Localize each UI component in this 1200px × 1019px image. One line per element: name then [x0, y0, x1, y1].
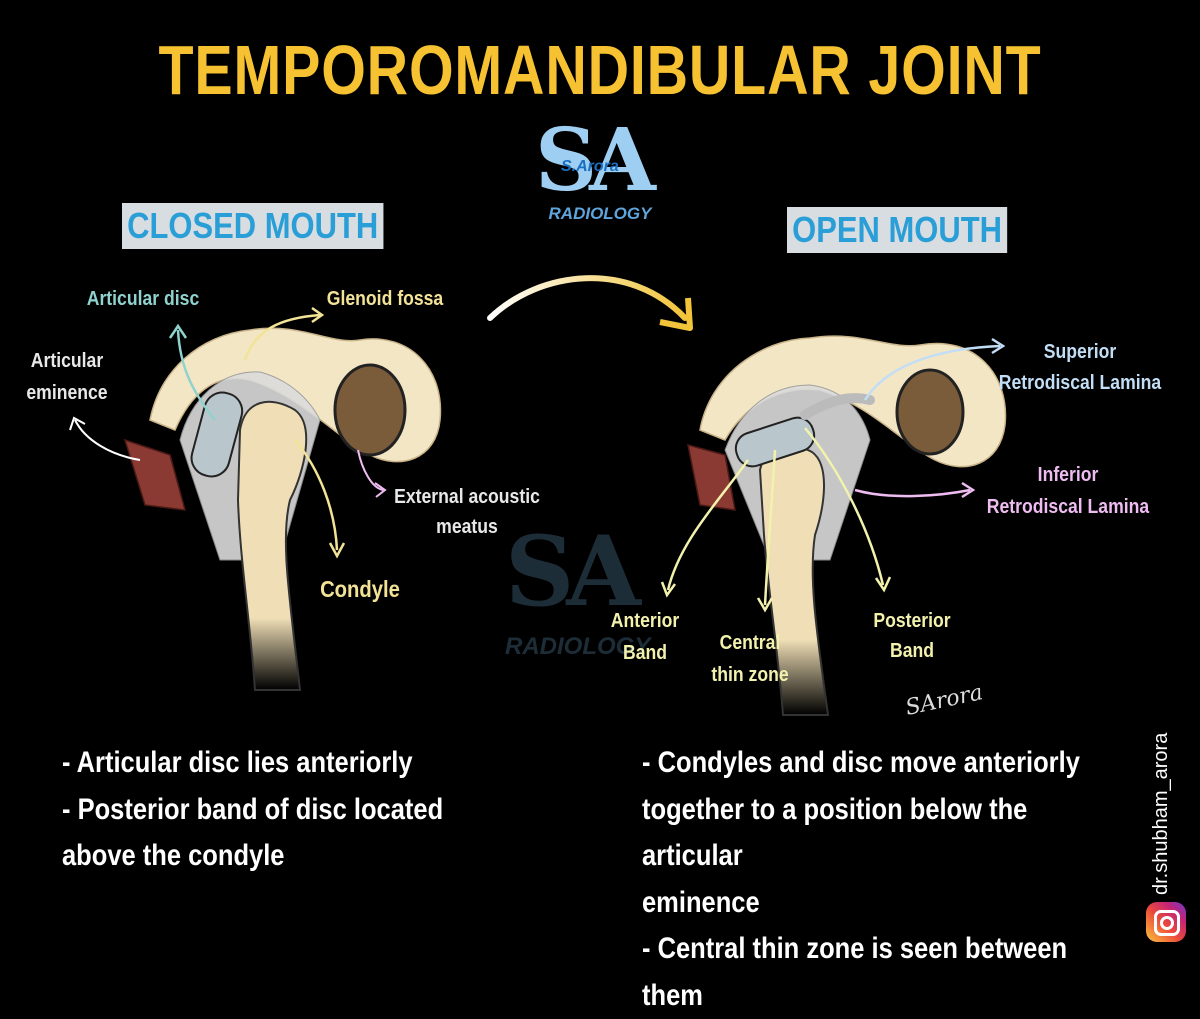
watermark-logo: SA RADIOLOGY	[505, 515, 650, 665]
logo-name: S.Arora	[561, 158, 619, 175]
instagram-handle: dr.shubham_arora	[1150, 732, 1172, 895]
condyle-leader	[294, 439, 339, 551]
open-note-3: eminence	[642, 885, 760, 919]
anterior-band-leader	[666, 459, 750, 591]
open-note-2: together to a position below the articul…	[642, 792, 1028, 873]
transition-arrow	[487, 275, 688, 321]
instagram-icon-lens	[1160, 916, 1174, 930]
label-glenoid-fossa: Glenoid fossa	[326, 288, 444, 310]
open-note-1: - Condyles and disc move anteriorly	[642, 746, 1080, 779]
articular-disc-arrowhead	[168, 323, 188, 339]
label-external-acoustic-2: meatus	[436, 516, 498, 538]
superior-lamina-arrowhead	[991, 337, 1006, 355]
central-zone-leader	[763, 449, 777, 606]
inferior-lamina-leader	[854, 488, 971, 498]
instagram-icon-inner	[1154, 910, 1180, 936]
glenoid-fossa-arrowhead	[311, 306, 325, 324]
articular-disc-leader	[176, 329, 216, 421]
articular-eminence-arrowhead	[69, 416, 86, 431]
label-posterior-2: Band	[890, 640, 934, 662]
instagram-icon[interactable]	[1146, 902, 1186, 942]
anterior-band-arrowhead	[660, 581, 677, 598]
open-mouth-heading: OPEN MOUTH	[787, 207, 1008, 253]
central-zone-arrowhead	[756, 597, 774, 613]
label-external-acoustic-1: External acoustic	[394, 486, 540, 508]
closed-mouth-heading: CLOSED MOUTH	[122, 203, 384, 249]
closed-mouth-notes: - Articular disc lies anteriorly - Poste…	[62, 740, 538, 880]
watermark-sub: RADIOLOGY	[505, 633, 651, 660]
label-superior-2: Retrodiscal Lamina	[998, 372, 1162, 394]
external-acoustic-leader	[357, 449, 384, 491]
label-condyle: Condyle	[320, 576, 400, 602]
mandible-condyle-open	[758, 444, 830, 716]
label-superior-1: Superior	[1043, 341, 1117, 363]
posterior-band-leader	[804, 427, 885, 586]
condyle-arrowhead	[328, 542, 346, 559]
transition-arrowhead	[659, 297, 693, 331]
inferior-lamina-arrowhead	[961, 481, 976, 499]
superior-lamina-leader	[863, 344, 1001, 401]
closed-note-2: - Posterior band of disc located	[62, 792, 444, 826]
label-posterior-1: Posterior	[873, 610, 951, 632]
watermark-initials: SA	[505, 515, 641, 628]
logo: SA S.Arora RADIOLOGY	[535, 110, 665, 230]
label-inferior-2: Retrodiscal Lamina	[986, 496, 1150, 518]
external-acoustic-meatus-open	[895, 368, 965, 456]
label-central-2: thin zone	[711, 664, 789, 686]
label-central-1: Central	[719, 632, 781, 654]
open-note-4: - Central thin zone is seen between them	[642, 932, 1068, 1012]
logo-sub: RADIOLOGY	[548, 204, 652, 223]
label-inferior-1: Inferior	[1037, 464, 1099, 486]
label-anterior-1: Anterior	[610, 610, 680, 632]
external-acoustic-meatus	[333, 363, 407, 457]
logo-initials: SA	[535, 110, 656, 211]
label-articular-eminence-1: Articular	[30, 350, 104, 372]
glenoid-fossa-leader	[243, 313, 321, 361]
tmj-illustration	[69, 275, 1007, 716]
open-mouth-joint	[660, 335, 1007, 716]
mandible-condyle	[236, 400, 308, 691]
lateral-pterygoid-muscle	[123, 438, 187, 511]
label-articular-eminence-2: eminence	[26, 382, 108, 404]
posterior-band-arrowhead	[874, 576, 892, 593]
closed-mouth-joint	[69, 306, 442, 691]
articular-eminence-leader	[74, 419, 141, 461]
page-title: TEMPOROMANDIBULAR JOINT	[158, 31, 1042, 109]
external-acoustic-arrowhead	[374, 482, 387, 498]
closed-note-3: above the condyle	[62, 839, 285, 872]
articular-disc-shape	[190, 391, 244, 478]
label-anterior-2: Band	[623, 642, 667, 664]
closed-note-1: - Articular disc lies anteriorly	[62, 746, 413, 779]
label-articular-disc: Articular disc	[86, 288, 200, 310]
articular-disc-open	[734, 416, 816, 468]
open-mouth-notes: - Condyles and disc move anteriorly toge…	[642, 740, 1135, 1019]
